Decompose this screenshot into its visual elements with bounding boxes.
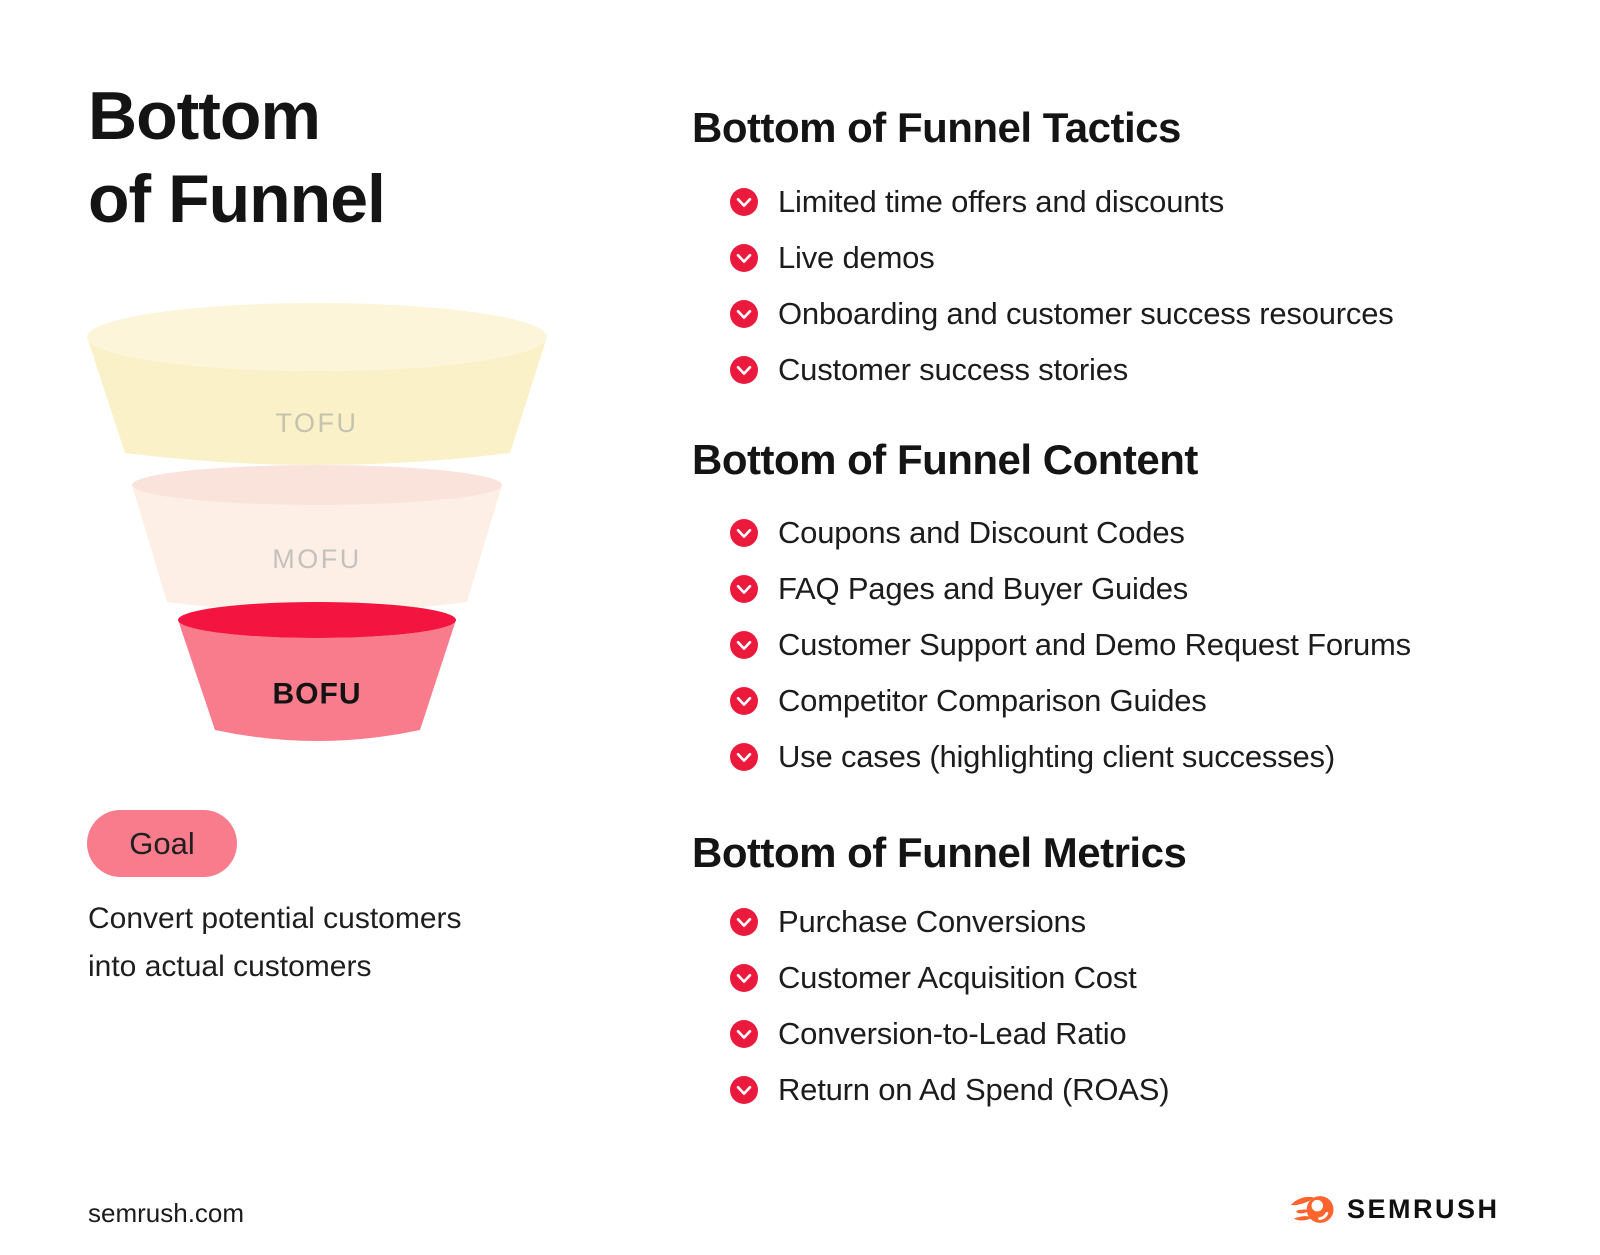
- list-item-label: Return on Ad Spend (ROAS): [778, 1072, 1170, 1107]
- semrush-flame-icon: [1290, 1196, 1334, 1223]
- check-circle-icon: [730, 356, 758, 384]
- goal-description-line1: Convert potential customers: [88, 902, 462, 935]
- check-circle-icon: [730, 575, 758, 603]
- section-heading-content: Bottom of Funnel Content: [692, 436, 1198, 483]
- funnel-stage-bofu: BOFU: [178, 602, 456, 741]
- check-circle-icon: [730, 1020, 758, 1048]
- section-heading-metrics: Bottom of Funnel Metrics: [692, 829, 1187, 876]
- stage-label-mofu: MOFU: [272, 544, 361, 574]
- list-item-label: Live demos: [778, 240, 935, 275]
- check-circle-icon: [730, 908, 758, 936]
- list-item: Coupons and Discount Codes: [730, 505, 1185, 561]
- funnel-stage-tofu: TOFU: [87, 303, 547, 465]
- funnel-diagram: TOFU MOFU BOFU: [87, 303, 547, 741]
- list-item: Customer Support and Demo Request Forums: [730, 617, 1411, 673]
- list-item-label: Competitor Comparison Guides: [778, 683, 1207, 718]
- list-item-label: Onboarding and customer success resource…: [778, 296, 1394, 331]
- list-item: Purchase Conversions: [730, 894, 1086, 950]
- funnel-stage-mofu: MOFU: [132, 465, 502, 612]
- check-circle-icon: [730, 687, 758, 715]
- site-url: semrush.com: [88, 1198, 245, 1228]
- stage-label-tofu: TOFU: [276, 408, 359, 438]
- check-circle-icon: [730, 1076, 758, 1104]
- list-item: Onboarding and customer success resource…: [730, 286, 1394, 342]
- stage-label-bofu: BOFU: [273, 678, 362, 711]
- check-circle-icon: [730, 300, 758, 328]
- section-heading-tactics: Bottom of Funnel Tactics: [692, 104, 1181, 151]
- check-circle-icon: [730, 188, 758, 216]
- page-title-line1: Bottom: [88, 78, 321, 154]
- list-item-label: Customer Acquisition Cost: [778, 960, 1137, 995]
- list-item-label: Customer Support and Demo Request Forums: [778, 627, 1411, 662]
- check-circle-icon: [730, 743, 758, 771]
- list-item: Return on Ad Spend (ROAS): [730, 1062, 1170, 1118]
- brand-wordmark: SEMRUSH: [1347, 1194, 1500, 1224]
- list-item: Live demos: [730, 230, 935, 286]
- list-item: Conversion-to-Lead Ratio: [730, 1006, 1127, 1062]
- list-item: Customer Acquisition Cost: [730, 950, 1137, 1006]
- check-circle-icon: [730, 631, 758, 659]
- list-item: Competitor Comparison Guides: [730, 673, 1207, 729]
- page-title-line2: of Funnel: [88, 161, 386, 237]
- list-item: FAQ Pages and Buyer Guides: [730, 561, 1188, 617]
- list-item-label: FAQ Pages and Buyer Guides: [778, 571, 1189, 606]
- list-item: Limited time offers and discounts: [730, 174, 1224, 230]
- check-circle-icon: [730, 964, 758, 992]
- goal-description-line2: into actual customers: [88, 950, 372, 983]
- goal-badge-label: Goal: [129, 825, 195, 861]
- goal-description: Convert potential customers into actual …: [88, 895, 462, 991]
- list-item-label: Use cases (highlighting client successes…: [778, 739, 1335, 774]
- list-item-label: Customer success stories: [778, 352, 1129, 387]
- list-item-label: Coupons and Discount Codes: [778, 515, 1185, 550]
- goal-badge: Goal: [87, 810, 237, 877]
- check-circle-icon: [730, 244, 758, 272]
- list-item-label: Limited time offers and discounts: [778, 184, 1225, 219]
- list-item: Use cases (highlighting client successes…: [730, 729, 1335, 785]
- page-title: Bottom of Funnel: [88, 75, 386, 241]
- list-item: Customer success stories: [730, 342, 1128, 398]
- list-item-label: Conversion-to-Lead Ratio: [778, 1016, 1127, 1051]
- brand-logo: SEMRUSH: [1290, 1194, 1500, 1225]
- list-item-label: Purchase Conversions: [778, 904, 1086, 939]
- check-circle-icon: [730, 519, 758, 547]
